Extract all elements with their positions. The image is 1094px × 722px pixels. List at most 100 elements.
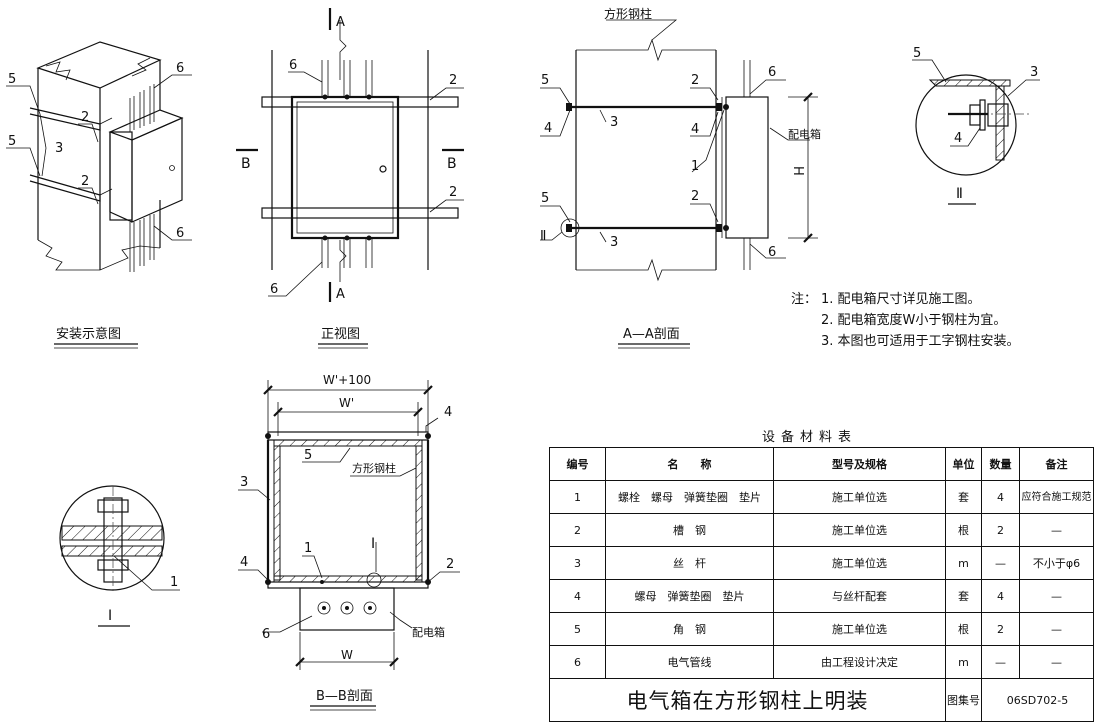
table-cell: —: [1019, 513, 1094, 547]
label-box: 配电箱: [412, 625, 445, 639]
table-cell: 螺母 弹簧垫圈 垫片: [605, 579, 774, 613]
dim-w-prime: W': [339, 396, 354, 410]
callout-3: 3: [610, 235, 618, 250]
callout-2: 2: [691, 73, 699, 88]
callout-6: 6: [176, 226, 184, 241]
table-cell: m: [945, 645, 982, 679]
table-cell: —: [981, 546, 1020, 580]
table-cell: 根: [945, 612, 982, 646]
table-row: 1 螺栓 螺母 弹簧垫圈 垫片 施工单位选 套 4 应符合施工规范: [549, 480, 1094, 514]
header-cell: 备注: [1019, 447, 1094, 481]
material-table: 编号 名 称 型号及规格 单位 数量 备注 1 螺栓 螺母 弹簧垫圈 垫片 施工…: [549, 447, 1094, 722]
table-cell: 不小于φ6: [1019, 546, 1094, 580]
callout-2: 2: [446, 557, 454, 572]
table-cell: 槽 钢: [605, 513, 774, 547]
table-cell: 丝 杆: [605, 546, 774, 580]
callout-5: 5: [304, 448, 312, 463]
table-cell: 应符合施工规范: [1019, 480, 1094, 514]
table-cell: 施工单位选: [773, 546, 946, 580]
dim-w-plus: W'+100: [323, 373, 371, 387]
dim-w: W: [341, 648, 353, 662]
callout-6: 6: [270, 282, 278, 297]
callout-5: 5: [8, 72, 16, 87]
table-cell: 套: [945, 480, 982, 514]
table-cell: 施工单位选: [773, 513, 946, 547]
callout-1: 1: [304, 541, 312, 556]
callout-4: 4: [444, 405, 452, 420]
callout-3: 3: [55, 141, 63, 156]
view-title-bb: B—B剖面: [316, 689, 373, 704]
table-cell: —: [1019, 645, 1094, 679]
callout-1: 1: [170, 575, 178, 590]
bb-section: [238, 380, 460, 670]
table-cell: 施工单位选: [773, 480, 946, 514]
table-cell: 4: [981, 480, 1020, 514]
detail-mark-2: Ⅱ: [540, 229, 546, 244]
section-mark-b: B: [241, 156, 251, 172]
callout-2: 2: [81, 110, 89, 125]
table-cell: 施工单位选: [773, 612, 946, 646]
table-cell: —: [1019, 579, 1094, 613]
detail-title-2: Ⅱ: [956, 186, 963, 202]
table-cell: 由工程设计决定: [773, 645, 946, 679]
notes: 注：1. 配电箱尺寸详见施工图。 2. 配电箱宽度W小于钢柱为宜。 3. 本图也…: [791, 289, 1091, 352]
callout-4: 4: [954, 131, 962, 146]
detail-mark-1: I: [371, 536, 375, 552]
callout-6: 6: [768, 65, 776, 80]
table-row: 6 电气管线 由工程设计决定 m — —: [549, 645, 1094, 679]
table-row: 3 丝 杆 施工单位选 m — 不小于φ6: [549, 546, 1094, 580]
callout-2: 2: [691, 189, 699, 204]
callout-2: 2: [449, 185, 457, 200]
table-cell: 6: [549, 645, 606, 679]
table-cell: 根: [945, 513, 982, 547]
table-cell: 2: [981, 612, 1020, 646]
table-cell: 电气管线: [605, 645, 774, 679]
table-row: 5 角 钢 施工单位选 根 2 —: [549, 612, 1094, 646]
callout-5: 5: [541, 73, 549, 88]
table-cell: 2: [981, 513, 1020, 547]
section-mark-a: A: [336, 15, 345, 30]
table-cell: —: [981, 645, 1020, 679]
callout-1: 1: [691, 159, 699, 174]
aa-section: [540, 19, 818, 282]
callout-6: 6: [262, 627, 270, 642]
table-cell: 螺栓 螺母 弹簧垫圈 垫片: [605, 480, 774, 514]
table-cell: 2: [549, 513, 606, 547]
table-cell: 5: [549, 612, 606, 646]
view-title-front: 正视图: [321, 327, 360, 342]
callout-4: 4: [544, 121, 552, 136]
install-sketch: [6, 41, 192, 272]
table-cell: 套: [945, 579, 982, 613]
table-footer-row: 电气箱在方形钢柱上明装 图集号 06SD702-5: [549, 678, 1094, 722]
callout-6: 6: [289, 58, 297, 73]
view-title-aa: A—A剖面: [623, 327, 680, 342]
detail-2: [912, 59, 1040, 176]
section-mark-a: A: [336, 287, 345, 302]
label-square-column: 方形钢柱: [604, 6, 652, 21]
callout-4: 4: [691, 122, 699, 137]
callout-5: 5: [541, 191, 549, 206]
label-box: 配电箱: [788, 127, 821, 141]
callout-3: 3: [240, 475, 248, 490]
table-cell: 角 钢: [605, 612, 774, 646]
header-cell: 名 称: [605, 447, 774, 481]
atlas-number: 06SD702-5: [981, 678, 1094, 722]
header-cell: 单位: [945, 447, 982, 481]
notes-lead: 注：: [791, 292, 818, 307]
callout-3: 3: [1030, 65, 1038, 80]
table-cell: 1: [549, 480, 606, 514]
callout-6: 6: [768, 245, 776, 260]
table-cell: 3: [549, 546, 606, 580]
table-cell: 4: [549, 579, 606, 613]
table-header-row: 编号 名 称 型号及规格 单位 数量 备注: [549, 447, 1094, 481]
callout-3: 3: [610, 115, 618, 130]
callout-2: 2: [81, 174, 89, 189]
header-cell: 编号: [549, 447, 606, 481]
header-cell: 型号及规格: [773, 447, 946, 481]
note-item: 1. 配电箱尺寸详见施工图。: [821, 292, 981, 307]
table-row: 4 螺母 弹簧垫圈 垫片 与丝杆配套 套 4 —: [549, 579, 1094, 613]
header-cell: 数量: [981, 447, 1020, 481]
front-view: [236, 8, 464, 302]
table-row: 2 槽 钢 施工单位选 根 2 —: [549, 513, 1094, 547]
